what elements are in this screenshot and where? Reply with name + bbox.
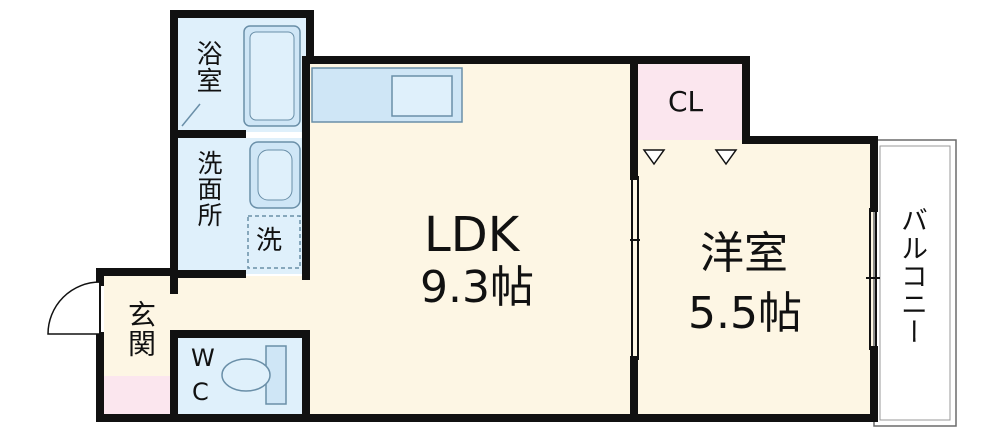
sliding-door-ldk-western <box>630 176 640 360</box>
window-balcony <box>866 208 880 350</box>
balcony-label: バルコニー <box>896 206 927 346</box>
closet-label: CL <box>668 85 704 118</box>
ldk-size-label: 9.3帖 <box>420 262 534 313</box>
closet-floor <box>634 62 746 140</box>
walls <box>96 10 878 422</box>
bath-door-line <box>181 103 201 127</box>
western-name-label: 洋室 <box>700 228 788 279</box>
ldk-name-label: LDK <box>424 207 520 263</box>
entrance-door-swing <box>47 281 101 335</box>
western-size-label: 5.5帖 <box>688 288 802 339</box>
wash-basin-bowl <box>257 149 293 201</box>
balcony-outline <box>873 139 957 427</box>
entrance-label: 玄関 <box>124 300 157 358</box>
washer-pan <box>247 215 301 269</box>
toilet-w-label: W <box>191 344 215 372</box>
entrance-step <box>104 376 174 414</box>
western-room-floor <box>634 140 874 415</box>
toilet-c-label: C <box>192 378 209 406</box>
washroom-label: 洗面所 <box>194 150 223 228</box>
kitchen-sink <box>391 75 453 117</box>
closet-door-right <box>714 149 738 166</box>
washer-label: 洗 <box>256 226 283 256</box>
balcony-inner-line <box>879 145 951 421</box>
bathtub-inner <box>249 31 295 121</box>
toilet-bowl <box>221 358 271 392</box>
closet-door-left <box>642 149 666 166</box>
bath-label: 浴室 <box>192 40 222 94</box>
entrance-floor <box>104 276 174 376</box>
